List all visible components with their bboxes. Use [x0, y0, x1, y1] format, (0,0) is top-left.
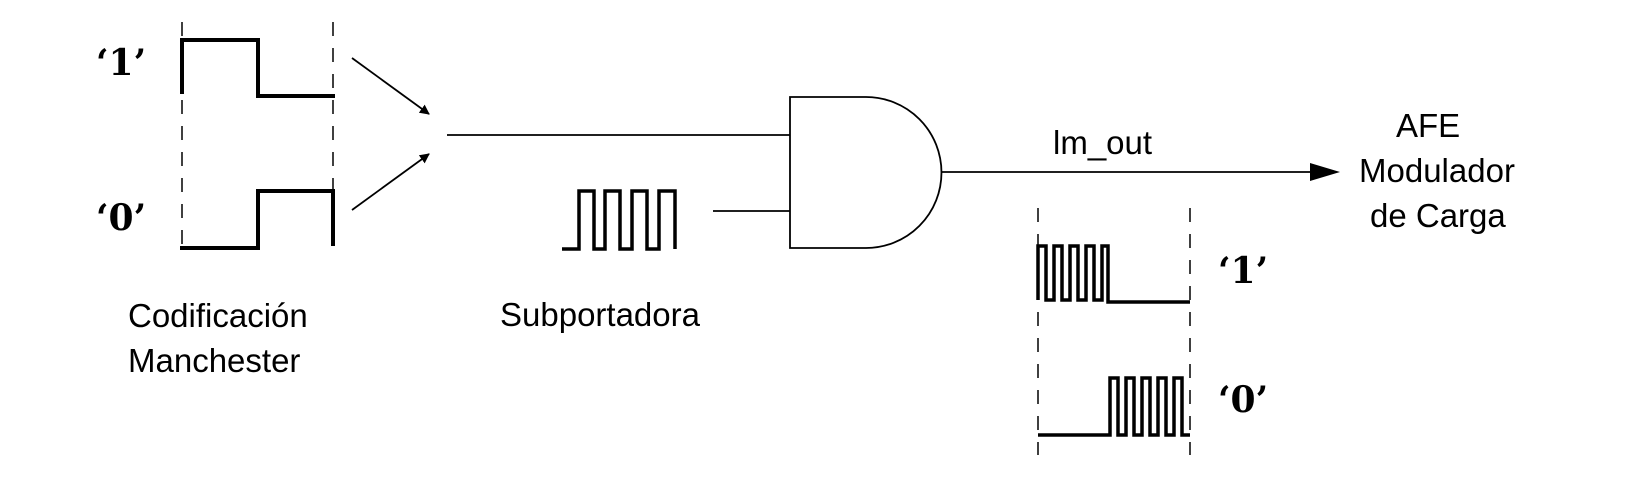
- and-gate: [789, 96, 943, 249]
- output-arrowhead: [1310, 163, 1340, 181]
- manchester-coding-group: ‘1’ ‘0’ Codificación Manchester: [96, 22, 335, 379]
- subcarrier-waveform: [562, 189, 677, 251]
- manchester-bit-one-label: ‘1’: [96, 42, 146, 84]
- arrow-from-one: [351, 57, 430, 115]
- manchester-zero-waveform: [180, 189, 335, 250]
- output-signal-group: ‘1’ ‘0’: [1036, 208, 1268, 455]
- manchester-caption-line2: Manchester: [128, 342, 300, 379]
- subcarrier-group: Subportadora: [500, 189, 701, 333]
- afe-label-line3: de Carga: [1370, 197, 1506, 234]
- afe-block-label: AFE Modulador de Carga: [1359, 107, 1515, 234]
- output-signal-label: lm_out: [1053, 124, 1152, 161]
- output-one-waveform: [1036, 244, 1190, 304]
- output-bit-one-label: ‘1’: [1218, 250, 1268, 292]
- output-zero-waveform: [1038, 376, 1190, 437]
- arrow-from-zero: [351, 153, 430, 211]
- afe-label-line1: AFE: [1396, 107, 1460, 144]
- afe-label-line2: Modulador: [1359, 152, 1515, 189]
- manchester-one-waveform: [180, 38, 335, 98]
- output-bit-zero-label: ‘0’: [1218, 379, 1268, 421]
- manchester-caption-line1: Codificación: [128, 297, 308, 334]
- manchester-bit-zero-label: ‘0’: [96, 197, 146, 239]
- subcarrier-caption: Subportadora: [500, 296, 701, 333]
